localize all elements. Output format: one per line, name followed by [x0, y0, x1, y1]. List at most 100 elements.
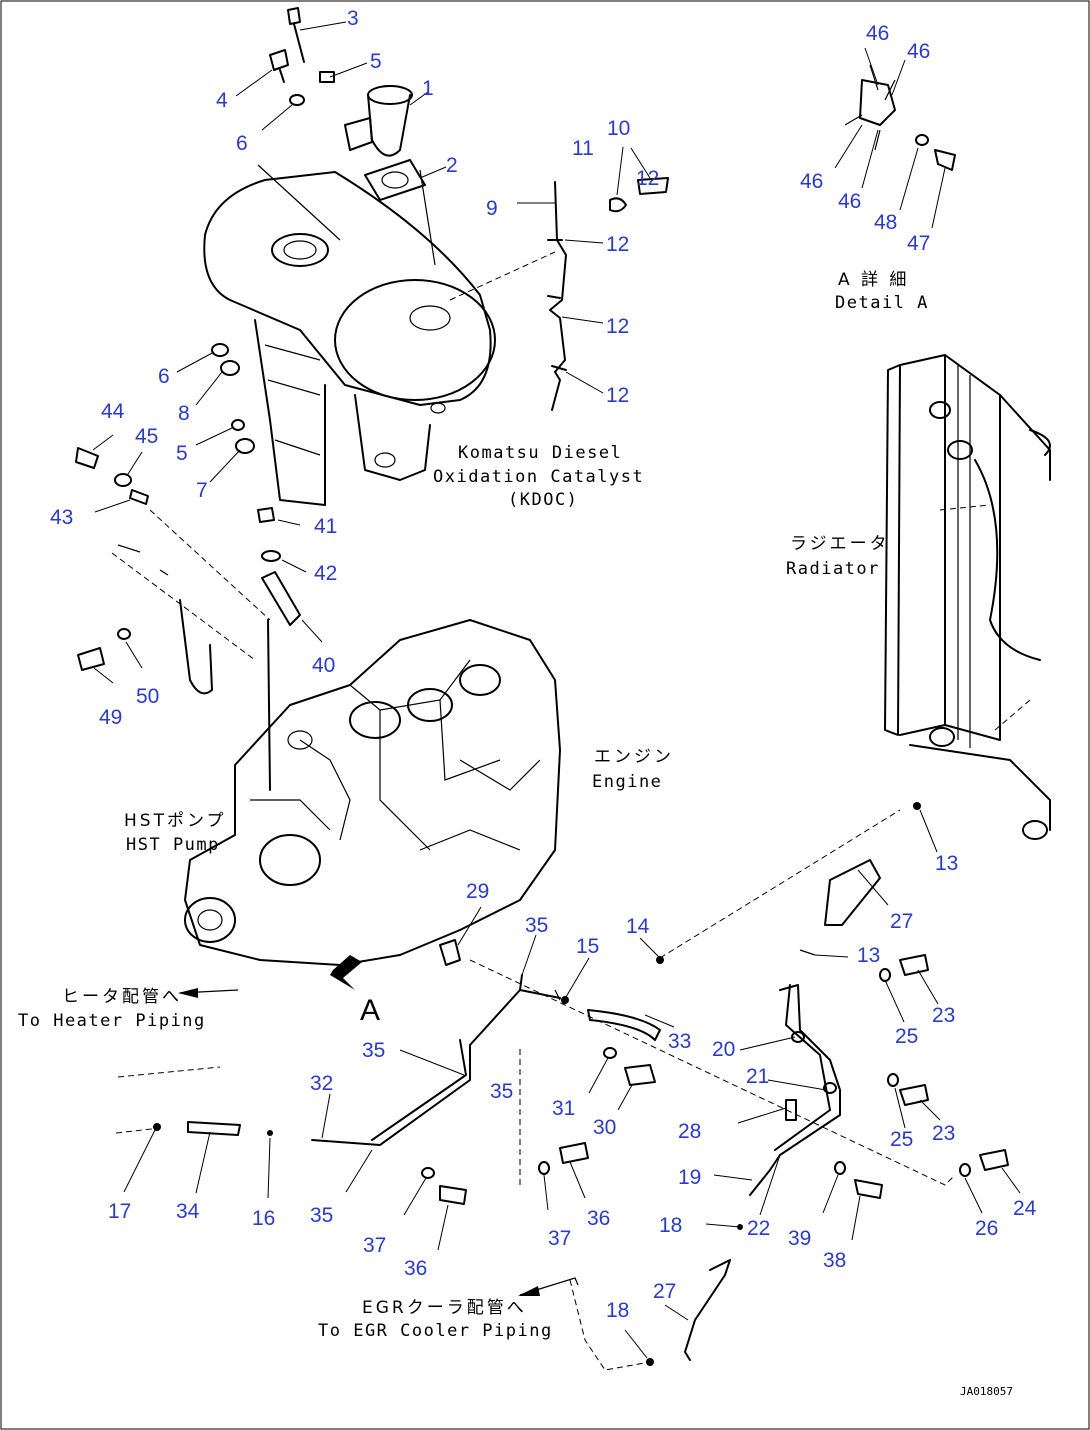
callout: 35 [362, 1039, 385, 1062]
callout: 29 [466, 880, 489, 903]
callout: 5 [370, 50, 382, 73]
callout: 16 [252, 1207, 275, 1230]
callout: 40 [312, 654, 335, 677]
heater-piping-label-jp: ヒータ配管へ [62, 987, 182, 1007]
callout: 36 [587, 1207, 610, 1230]
callout: 12 [636, 167, 659, 190]
engine-drawing [184, 571, 561, 966]
detail-a-label-en: Detail A [835, 293, 929, 313]
hst-pump-label-jp: HSTポンプ [124, 811, 226, 831]
radiator-label-en: Radiator [786, 559, 880, 579]
callout: 13 [857, 944, 880, 967]
callout: 19 [678, 1166, 701, 1189]
callout: 44 [101, 400, 125, 423]
detail-a-drawing [844, 64, 956, 171]
callout: 3 [347, 7, 359, 30]
callout: 49 [99, 706, 122, 729]
engine-label-jp: エンジン [594, 747, 674, 767]
callout: 35 [525, 914, 548, 937]
callout: 46 [866, 22, 889, 45]
hst-pump-label-en: HST Pump [126, 835, 220, 855]
callout: 27 [653, 1280, 676, 1303]
leader-lines [92, 21, 1021, 1359]
engine-label-en: Engine [592, 772, 662, 792]
callout: 12 [606, 315, 629, 338]
callout: 24 [1013, 1197, 1037, 1220]
callout: 8 [178, 402, 190, 425]
routing-lines [111, 251, 1031, 1371]
callout: 11 [572, 137, 594, 160]
callout: 18 [606, 1299, 629, 1322]
kdoc-fasteners [211, 343, 255, 454]
callout: 38 [823, 1249, 846, 1272]
callout: 9 [486, 197, 498, 220]
callout: 41 [314, 515, 337, 538]
callout: 6 [158, 365, 170, 388]
callout: 26 [975, 1217, 998, 1240]
callout: 21 [746, 1065, 769, 1088]
callout: 27 [890, 910, 913, 933]
callout: 4 [216, 89, 228, 112]
callout: 47 [907, 232, 930, 255]
callout: 5 [176, 442, 188, 465]
breather-tube [547, 177, 669, 411]
callout: 17 [108, 1200, 131, 1223]
callout: 50 [136, 685, 159, 708]
drawing-code: JA018057 [960, 1385, 1013, 1398]
callout: 42 [314, 562, 337, 585]
callout: 30 [593, 1116, 616, 1139]
callout: 37 [363, 1234, 386, 1257]
callout: 6 [236, 132, 248, 155]
callout: 46 [800, 170, 823, 193]
callout: 37 [548, 1227, 571, 1250]
callout: 32 [310, 1072, 333, 1095]
egr-piping-label-jp: EGRクーラ配管へ [362, 1298, 527, 1318]
callout: 39 [788, 1227, 811, 1250]
callout: 43 [50, 506, 73, 529]
kdoc-label-line2: Oxidation Catalyst [433, 467, 644, 487]
callout: 31 [552, 1097, 575, 1120]
egr-piping-label-en: To EGR Cooler Piping [318, 1321, 553, 1341]
callout: 14 [626, 915, 650, 938]
kdoc-label-line1: Komatsu Diesel [458, 443, 622, 463]
callout: 45 [135, 425, 158, 448]
callout: 20 [712, 1038, 735, 1061]
view-a-letter: A [360, 994, 380, 1027]
callout: 10 [607, 117, 630, 140]
radiator-label-jp: ラジエータ [790, 534, 890, 554]
callout: 23 [932, 1004, 955, 1027]
callout: 33 [668, 1030, 691, 1053]
callout: 2 [446, 154, 458, 177]
callout: 35 [490, 1080, 513, 1103]
outlet-pipe [269, 7, 426, 201]
callout: 25 [895, 1025, 918, 1048]
heater-piping-label-en: To Heater Piping [18, 1011, 206, 1031]
callout: 46 [838, 190, 861, 213]
kdoc-assembly [203, 164, 496, 506]
callout: 28 [678, 1120, 701, 1143]
radiator-drawing [884, 354, 1051, 840]
callout: 46 [907, 40, 930, 63]
callout: 34 [176, 1200, 200, 1223]
kdoc-label-line3: (KDOC) [508, 490, 578, 510]
callout: 15 [576, 935, 599, 958]
callout: 48 [874, 211, 897, 234]
left-hose [75, 447, 213, 695]
callout: 36 [404, 1257, 427, 1280]
callout: 18 [659, 1214, 682, 1237]
callout: 25 [890, 1128, 913, 1151]
callout: 1 [422, 77, 434, 100]
text-labels: A 詳 細 Detail A Komatsu Diesel Oxidation … [18, 270, 1013, 1398]
callout: 12 [606, 384, 629, 407]
callout: 22 [747, 1217, 770, 1240]
callout: 7 [196, 479, 208, 502]
view-a-arrow [330, 955, 362, 990]
callout: 13 [935, 852, 958, 875]
detail-a-label-jp: A 詳 細 [838, 270, 909, 290]
bracket-40 [257, 507, 281, 562]
callout-numbers: 1 2 3 4 5 5 6 6 7 8 9 10 11 12 12 12 12 … [50, 7, 1037, 1322]
callout: 35 [310, 1204, 333, 1227]
